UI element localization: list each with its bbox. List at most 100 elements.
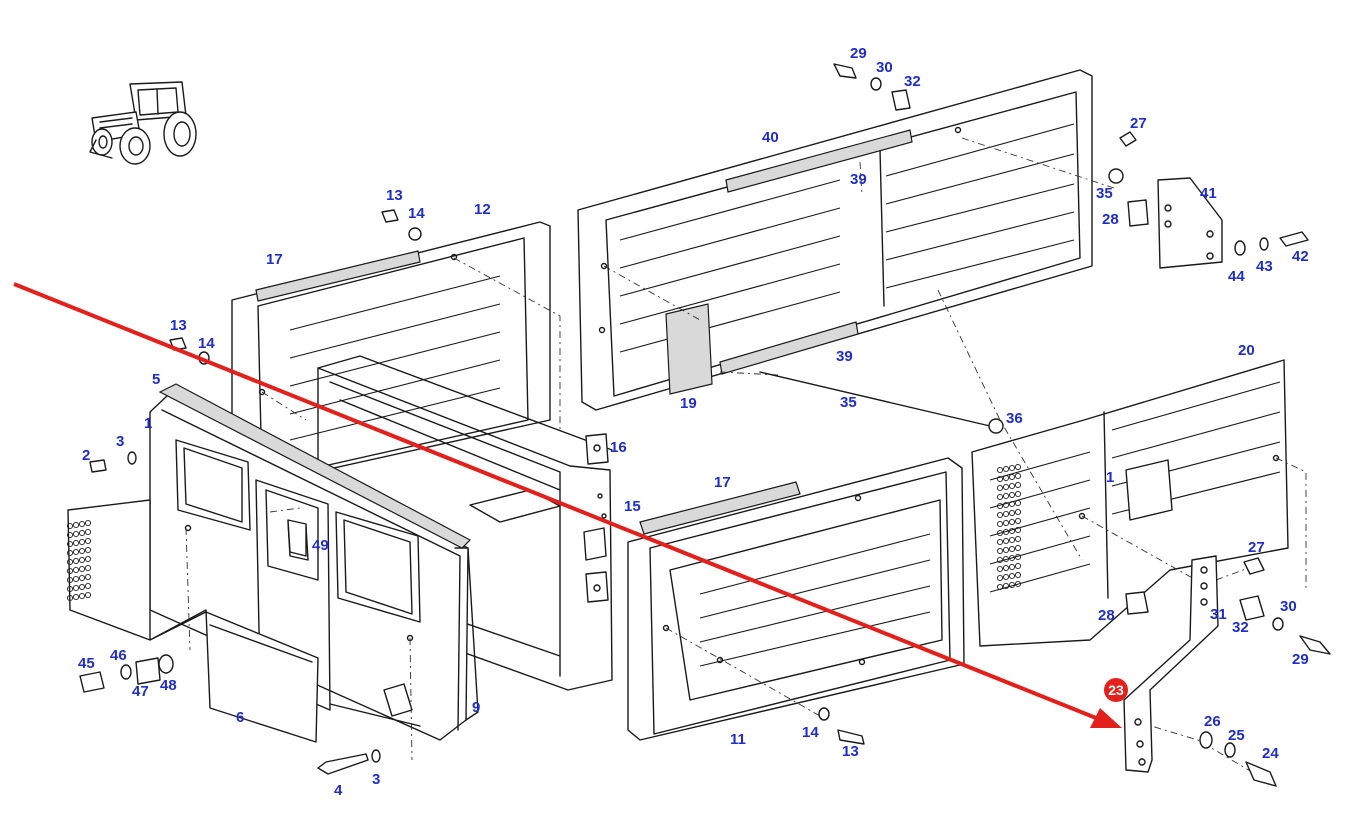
rivet-dot xyxy=(996,574,1004,582)
rivet-dot xyxy=(1014,562,1022,570)
rivet-dot xyxy=(1002,519,1010,527)
highlight-arrow xyxy=(13,282,1122,728)
rivet-dot xyxy=(84,537,92,545)
rivet-dot xyxy=(84,591,92,599)
rivet-dot xyxy=(996,556,1004,564)
rivet-dot xyxy=(1008,509,1016,517)
rivet-dot xyxy=(1014,508,1022,516)
rivet-dot xyxy=(1002,582,1010,590)
rivet-dot xyxy=(1002,564,1010,572)
rivet-dot xyxy=(996,538,1004,546)
rivet-dot xyxy=(1002,537,1010,545)
tailgate-cover-6 xyxy=(66,499,319,743)
callout-26: 26 xyxy=(1204,713,1221,730)
callout-45: 45 xyxy=(78,655,95,672)
rivet-dot xyxy=(996,475,1004,483)
rivet-dot xyxy=(84,555,92,563)
callout-28-bottom: 28 xyxy=(1098,607,1115,624)
rivet-dot xyxy=(996,565,1004,573)
callout-19: 19 xyxy=(680,395,697,412)
callout-28-top: 28 xyxy=(1102,211,1119,228)
rivet-dot xyxy=(996,511,1004,519)
rivet-dot xyxy=(1008,545,1016,553)
rivet-dot xyxy=(996,493,1004,501)
rivet-dot xyxy=(72,539,80,547)
callout-15: 15 xyxy=(624,498,641,515)
rivet-dot xyxy=(1002,465,1010,473)
callout-49: 49 xyxy=(312,537,329,554)
rivet-dot xyxy=(996,466,1004,474)
rivet-dot xyxy=(1014,463,1022,471)
rivet-dot xyxy=(72,584,80,592)
callout-32-top: 32 xyxy=(904,73,921,90)
rivet-dot xyxy=(66,558,74,566)
callout-5: 5 xyxy=(152,371,160,388)
callout-43: 43 xyxy=(1256,258,1273,275)
rivet-dot xyxy=(78,592,86,600)
rivet-dot xyxy=(1008,536,1016,544)
callout-46: 46 xyxy=(110,647,127,664)
callout-14-top: 14 xyxy=(408,205,425,222)
rivet-dot xyxy=(78,529,86,537)
callout-25: 25 xyxy=(1228,727,1245,744)
rivet-dot xyxy=(1014,580,1022,588)
rivet-dot xyxy=(72,530,80,538)
callout-20: 20 xyxy=(1238,342,1255,359)
rivet-dot xyxy=(1008,482,1016,490)
hardware-parts xyxy=(79,63,1331,787)
rivet-dot xyxy=(72,557,80,565)
rivet-dot xyxy=(1002,492,1010,500)
callout-39-top: 39 xyxy=(850,171,867,188)
rivet-dot xyxy=(1014,571,1022,579)
rivet-dot xyxy=(1002,483,1010,491)
callout-35-top: 35 xyxy=(1096,185,1113,202)
callout-41: 41 xyxy=(1200,185,1217,202)
rivet-dot xyxy=(996,484,1004,492)
rivet-dot xyxy=(66,522,74,530)
callout-39-bottom: 39 xyxy=(836,348,853,365)
rivet-dot xyxy=(84,582,92,590)
callout-35-rod: 35 xyxy=(840,394,857,411)
assembly-lines xyxy=(185,137,1307,779)
callout-27-top: 27 xyxy=(1130,115,1147,132)
rivet-dot xyxy=(1008,554,1016,562)
rivet-dot xyxy=(1014,544,1022,552)
rivet-dot xyxy=(1008,527,1016,535)
callout-6: 6 xyxy=(236,709,244,726)
callout-14-mid: 14 xyxy=(198,335,215,352)
callout-32-bottom: 32 xyxy=(1232,619,1249,636)
callout-48: 48 xyxy=(160,677,177,694)
rivet-dot xyxy=(1008,500,1016,508)
rivet-dot xyxy=(84,519,92,527)
callout-9: 9 xyxy=(472,699,480,716)
rivet-dot xyxy=(72,575,80,583)
rivet-dot xyxy=(1008,518,1016,526)
callout-23: 23 xyxy=(1108,682,1124,698)
callout-12: 12 xyxy=(474,201,491,218)
rivet-dot xyxy=(66,531,74,539)
rivet-dot xyxy=(1002,501,1010,509)
callout-42: 42 xyxy=(1292,248,1309,265)
callout-17-upper: 17 xyxy=(266,251,283,268)
rivet-dot xyxy=(1014,517,1022,525)
callout-labels: 1 1 2 3 3 4 5 6 9 11 12 13 13 13 14 14 1… xyxy=(78,45,1309,799)
callout-2: 2 xyxy=(82,447,90,464)
callout-17-lower: 17 xyxy=(714,474,731,491)
rivet-dot xyxy=(996,529,1004,537)
tailgate-frame-1 xyxy=(149,383,479,741)
rivet-dot xyxy=(84,564,92,572)
callout-24: 24 xyxy=(1262,745,1279,762)
rivet-dot xyxy=(78,556,86,564)
rivet-dot xyxy=(1014,535,1022,543)
panel-12-front-headboard xyxy=(231,221,551,489)
callout-44: 44 xyxy=(1228,268,1245,285)
callout-29-bottom: 29 xyxy=(1292,651,1309,668)
callout-13-top: 13 xyxy=(386,187,403,204)
rivet-dot xyxy=(996,547,1004,555)
callout-3-lower: 3 xyxy=(372,771,380,788)
rivet-dot xyxy=(84,528,92,536)
rivet-dot xyxy=(1008,491,1016,499)
callout-29-top: 29 xyxy=(850,45,867,62)
callout-11: 11 xyxy=(730,731,746,748)
